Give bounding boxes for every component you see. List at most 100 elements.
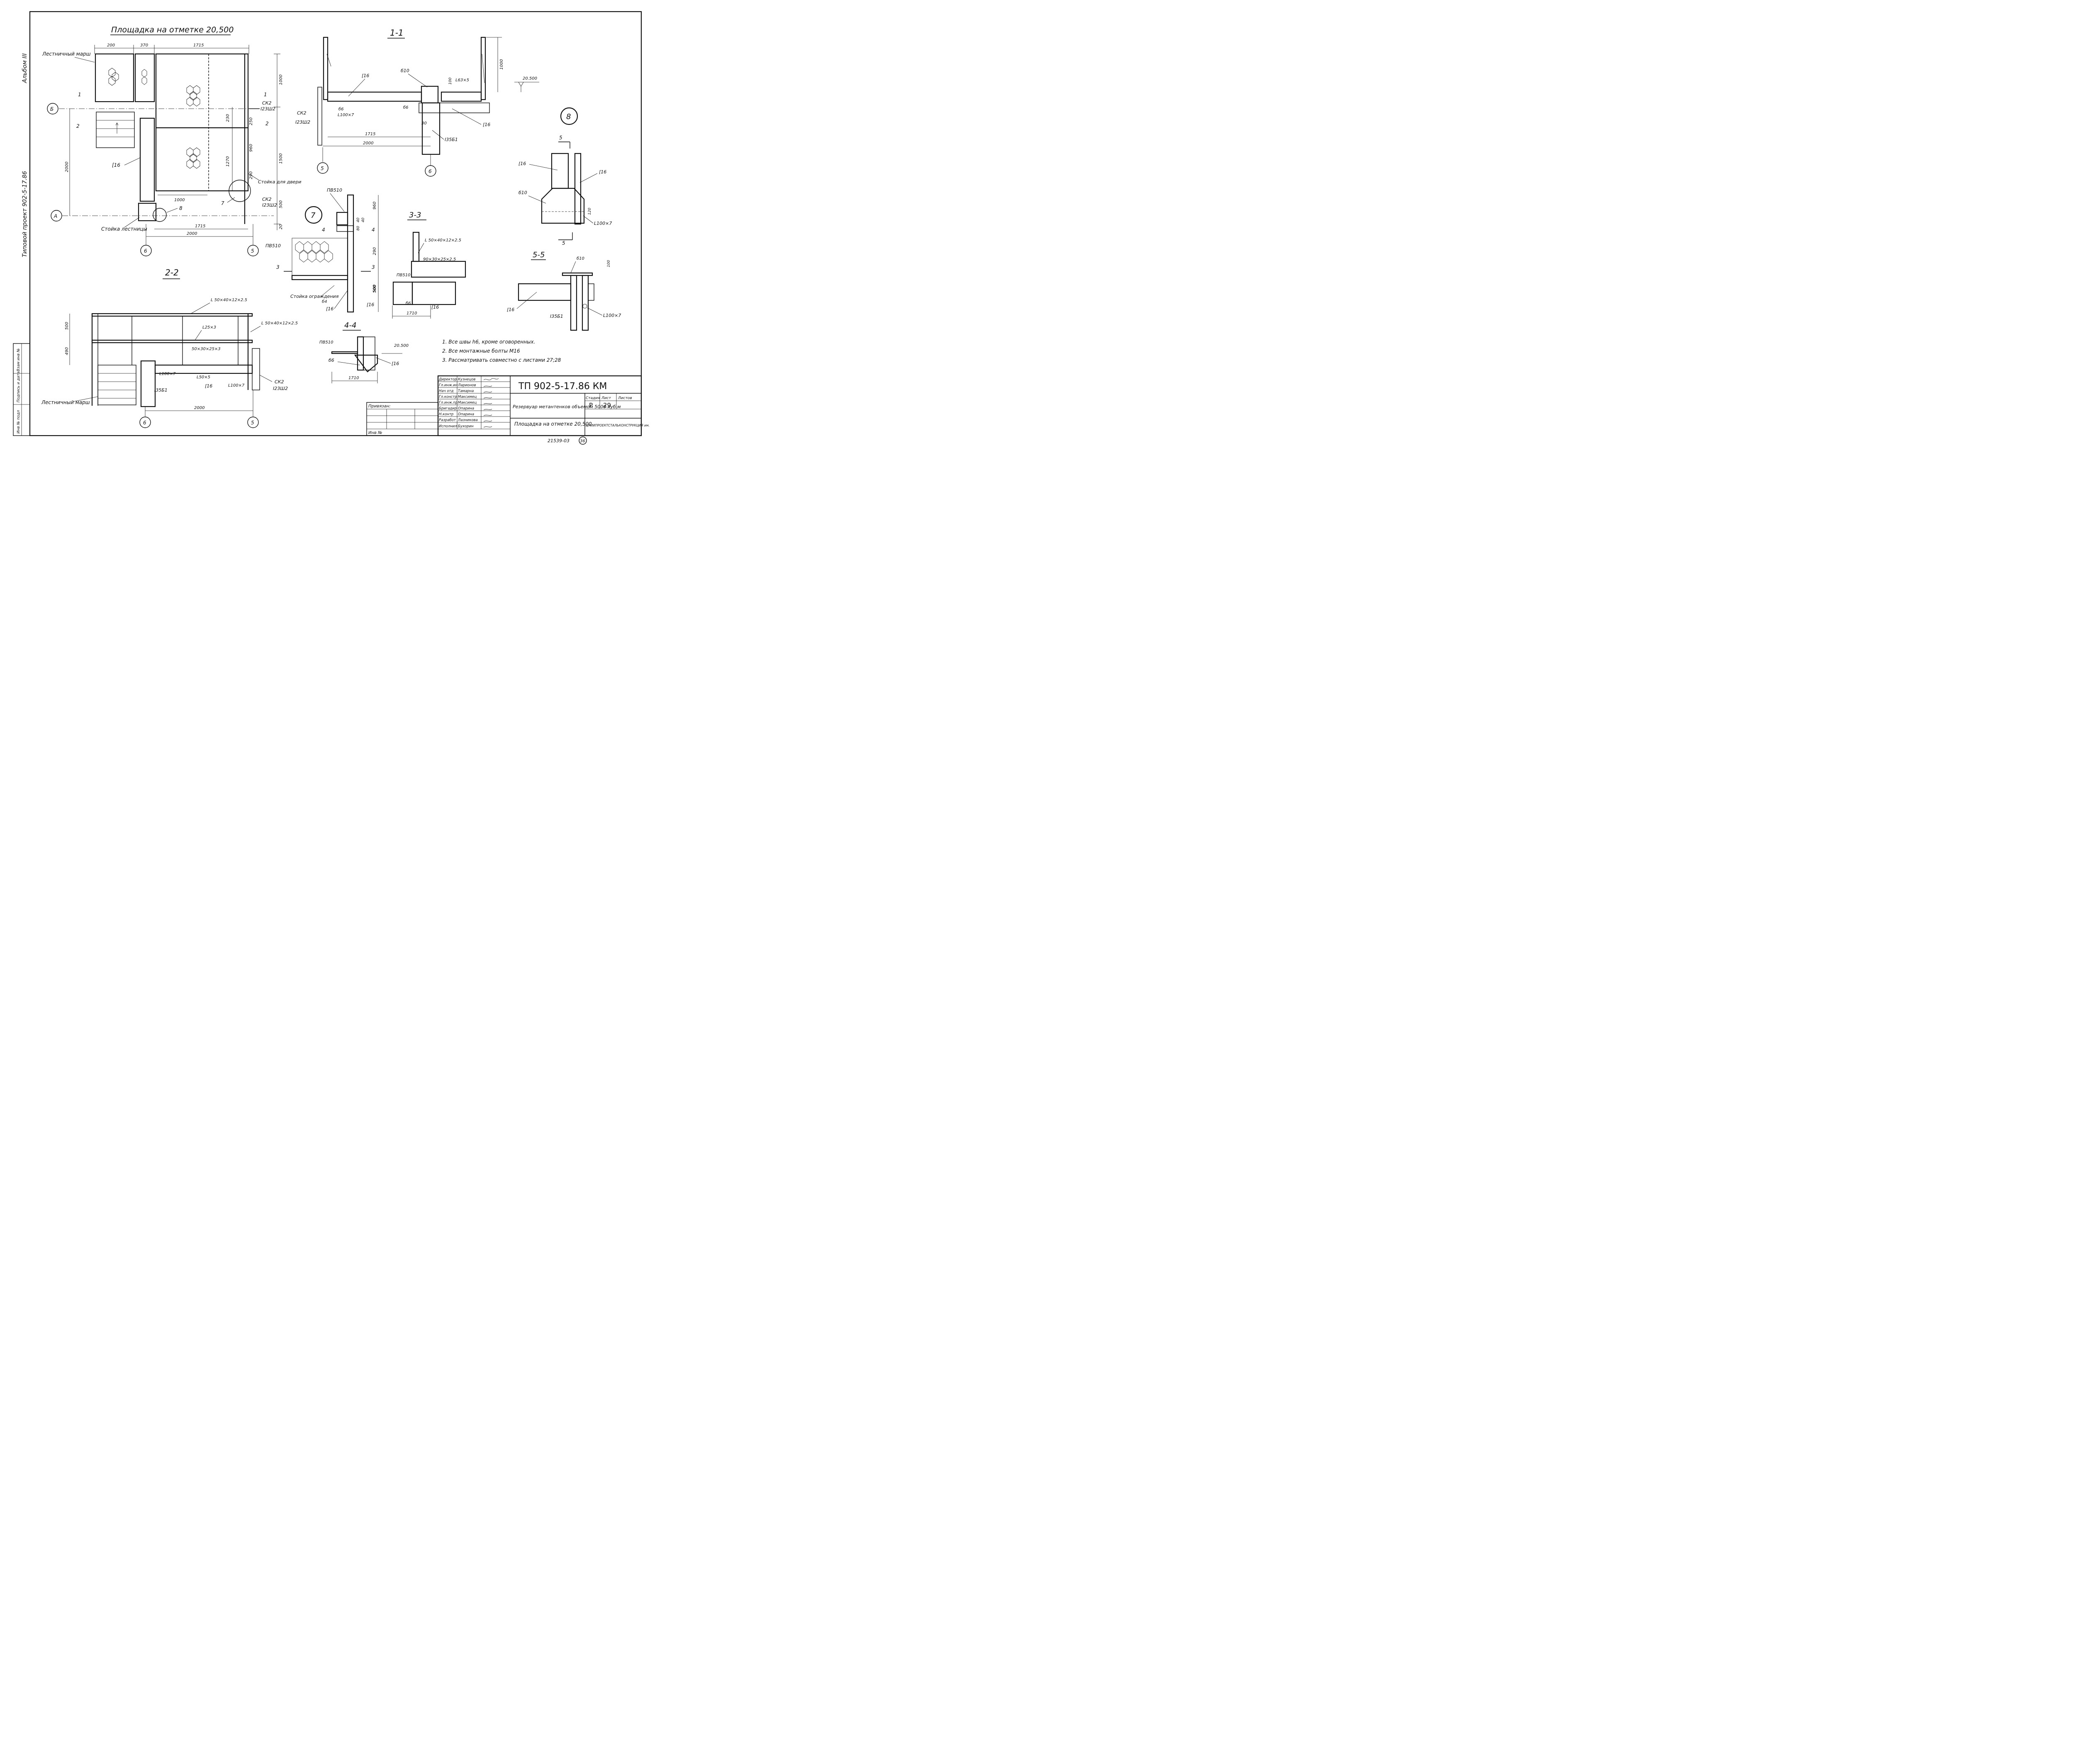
s22-axis-6: 6 bbox=[143, 420, 146, 426]
s22-l50-top: L 50×40×12×2.5 bbox=[211, 298, 247, 302]
s22-ck2: СК2 bbox=[275, 379, 284, 385]
tb-object: Резервуар метантенков объемом 5000 куб.м bbox=[513, 404, 621, 409]
s11-i35: I35Б1 bbox=[445, 137, 458, 142]
s22-490: 490 bbox=[65, 347, 69, 355]
tb-name-0: Кузнецов bbox=[458, 378, 475, 382]
s11-l63: L63×5 bbox=[455, 78, 469, 83]
node8-c16-right: [16 bbox=[599, 169, 606, 175]
tb-role-0: Директор bbox=[438, 378, 457, 382]
s11-b6-right: б6 bbox=[403, 105, 409, 110]
plan-title: Площадка на отметке 20,500 bbox=[111, 25, 234, 34]
s22-50x30: 50×30×25×3 bbox=[192, 347, 221, 351]
tb-role-8: Исполнил bbox=[439, 424, 457, 429]
tb-name-3: Максимец bbox=[458, 395, 477, 399]
section-4-4: 4-4 1710 ПВ510 20.500 б6 [16 bbox=[319, 321, 409, 383]
plan-cut-1: 1 bbox=[78, 92, 81, 97]
plan-axis-6: 6 bbox=[144, 248, 147, 254]
s11-1000: 1000 bbox=[499, 59, 504, 70]
s11-b6-left: б6 bbox=[338, 107, 344, 112]
s22-axis-5: 5 bbox=[251, 420, 254, 426]
plan-dim-500: 500 bbox=[279, 200, 283, 208]
album-text: Альбом III bbox=[22, 54, 28, 83]
tb-role-2: Нач отд bbox=[439, 389, 453, 393]
node7-post: Стойка ограждения bbox=[290, 294, 339, 299]
plan-dim-960: 960 bbox=[249, 144, 253, 152]
s11-axis-6: 6 bbox=[428, 168, 432, 174]
note-3: 3. Рассматривать совместно с листами 27;… bbox=[442, 357, 561, 363]
tb-stage: Р bbox=[589, 402, 593, 409]
note-1: 1. Все швы h6, кроме оговоренных. bbox=[442, 339, 535, 345]
s33-c16-right: [16 bbox=[431, 305, 439, 310]
section-3-3: 3-3 1710 500 L 50×40×12×2.5 90×30×25×2.5… bbox=[367, 211, 466, 319]
tb-role-5: Бригадир bbox=[439, 407, 457, 411]
s11-c16-top: [16 bbox=[362, 73, 369, 78]
s22-i35: I35Б1 bbox=[154, 387, 168, 393]
s22-500: 500 bbox=[65, 322, 69, 330]
node8-b10: б10 bbox=[518, 190, 527, 195]
node7-80: 80 bbox=[356, 226, 360, 231]
section-2-2: 2-2 500 490 2000 6 5 L 50×40×12×2.5 L25×… bbox=[41, 268, 298, 428]
s22-stair: Лестничный марш bbox=[41, 400, 90, 405]
tb-inv: Инв № bbox=[368, 431, 382, 435]
section22-title: 2-2 bbox=[165, 268, 179, 278]
plan-stair-label: Лестничный марш bbox=[42, 51, 91, 57]
s22-l50-right: L 50×40×12×2.5 bbox=[261, 321, 298, 326]
plan-dim-left-2000: 2000 bbox=[65, 162, 69, 172]
node7-c16: [16 bbox=[326, 306, 333, 312]
node7-960: 960 bbox=[372, 202, 377, 210]
s22-l100-right: L100×7 bbox=[228, 383, 245, 388]
s44-mark: 20.500 bbox=[394, 344, 409, 348]
s11-mark: 20.500 bbox=[523, 76, 537, 81]
tb-sheet: 29 bbox=[603, 402, 611, 409]
s11-c16-right: [16 bbox=[483, 122, 490, 127]
section44-title: 4-4 bbox=[344, 321, 356, 330]
tb-org: ЦНИИПРОЕКТСТАЛЬКОНСТРУКЦИЯ им. Мельников… bbox=[586, 424, 650, 427]
plan-dim-bottom-2000: 2000 bbox=[187, 231, 197, 236]
strip-text-2: Подпись и дата bbox=[17, 371, 21, 402]
node7-500: 500 bbox=[372, 285, 377, 292]
plan-view: Площадка на отметке 20,500 200 370 1715 bbox=[42, 25, 302, 256]
plan-callout-7: 7 bbox=[221, 200, 224, 206]
section-1-1: 1-1 1000 20.500 1715 2000 5 6 [16 bbox=[295, 28, 539, 177]
tb-role-6: Н.контр bbox=[439, 412, 453, 417]
footer-doc-number: 21539-03 bbox=[548, 438, 570, 443]
s55-l100: L100×7 bbox=[603, 313, 621, 318]
s11-ck2: СК2 bbox=[297, 110, 307, 116]
s44-pv510: ПВ510 bbox=[319, 340, 333, 345]
s55-i35: I35Б1 bbox=[550, 314, 563, 319]
tb-name-1: Ларионов bbox=[458, 383, 476, 387]
notes: 1. Все швы h6, кроме оговоренных. 2. Все… bbox=[442, 339, 561, 363]
tb-code: ТП 902-5-17.86 КМ bbox=[518, 381, 607, 392]
node7-290: 290 bbox=[372, 247, 377, 255]
project-text: Типовой проект 902-5-17.86 bbox=[22, 171, 28, 257]
plan-dim-370: 370 bbox=[140, 43, 148, 48]
s22-l100-left: L100×7 bbox=[159, 372, 176, 376]
s11-30: 30 bbox=[421, 121, 427, 126]
plan-callout-8: 8 bbox=[179, 205, 183, 211]
strip-text-1: Взам инв № bbox=[17, 348, 21, 371]
s22-2000: 2000 bbox=[194, 406, 204, 410]
tb-sheet-label: Лист bbox=[601, 396, 611, 400]
s22-c16: [16 bbox=[205, 383, 212, 389]
plan-dim-20: 20 bbox=[279, 224, 283, 229]
s11-l100: L100×7 bbox=[338, 113, 354, 117]
plan-stair-post: Стойка лестницы bbox=[101, 226, 147, 232]
s11-b10: б10 bbox=[401, 68, 409, 73]
s33-b6: б6 bbox=[406, 301, 411, 306]
s44-c16: [16 bbox=[392, 361, 399, 366]
tb-name-7: Лазникова bbox=[458, 418, 478, 422]
plan-dim-200: 200 bbox=[107, 43, 115, 48]
plan-dim-bottom-1715: 1715 bbox=[195, 224, 205, 229]
s33-c16-left: [16 bbox=[367, 302, 374, 307]
plan-cut-2: 2 bbox=[76, 123, 80, 129]
s33-pv510: ПВ510 bbox=[397, 273, 410, 278]
s44-b6: б6 bbox=[329, 358, 334, 363]
tb-role-4: Гл.инж.пр bbox=[439, 401, 458, 405]
plan-cut-2-right: 2 bbox=[265, 121, 269, 127]
node8-l100: L100×7 bbox=[594, 221, 612, 226]
sheet-frame bbox=[29, 11, 642, 436]
s33-1710: 1710 bbox=[407, 311, 417, 316]
tb-name-4: Максимец bbox=[458, 401, 477, 405]
tb-role-7: Разработ bbox=[439, 418, 456, 422]
s22-i23: I23Ш2 bbox=[273, 386, 288, 391]
